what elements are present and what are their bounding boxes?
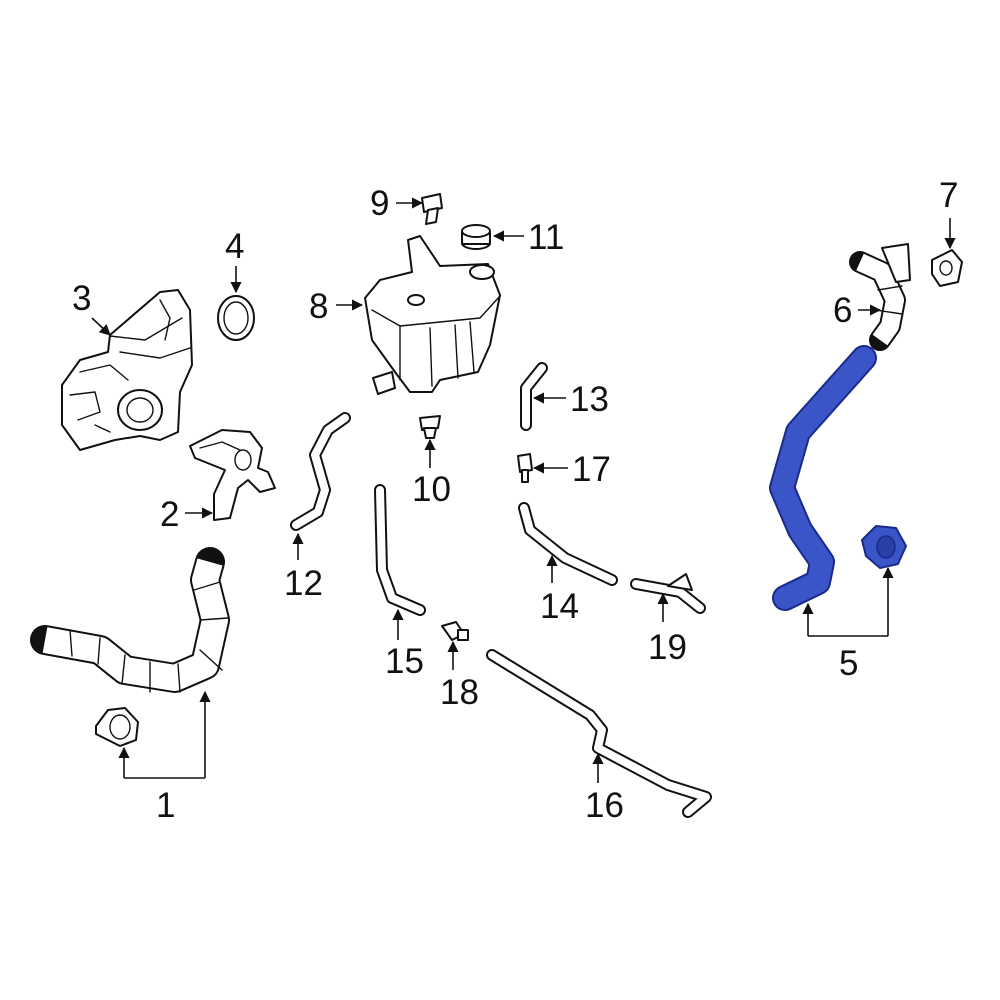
part-14-hose [518,502,618,586]
callout-labels: 1 2 3 4 5 6 7 8 9 10 11 12 13 14 15 16 1… [72,176,958,825]
part-12-hose [290,412,351,531]
callout-19: 19 [648,628,687,667]
part-9-bolt [421,193,443,225]
callout-9: 9 [370,184,389,223]
part-10-plug [419,415,441,439]
part-16-pipe [486,649,712,818]
part-2-thermostat-housing [189,429,276,521]
callout-16: 16 [585,786,624,825]
part-7-gasket [931,249,963,287]
callout-2: 2 [160,495,179,534]
callout-15: 15 [385,642,424,681]
callout-14: 14 [540,587,579,626]
callout-17: 17 [572,450,611,489]
callout-11: 11 [528,218,564,257]
part-17-fitting [517,453,533,483]
part-18-fitting [441,621,469,641]
leader-lines [91,197,956,783]
callout-7: 7 [939,176,958,215]
part-1-hose [30,547,230,747]
callout-13: 13 [570,380,609,419]
callout-12: 12 [284,564,323,603]
callout-1: 1 [156,786,175,825]
part-5-hose-highlighted [769,345,907,611]
part-6-hose [849,243,911,351]
part-11-cap [461,224,491,250]
callout-10: 10 [412,470,451,509]
part-19-hose [630,573,706,614]
callout-3: 3 [72,279,91,318]
part-13-hose [520,362,548,431]
part-4-o-ring [217,295,255,341]
callout-18: 18 [440,673,479,712]
callout-8: 8 [309,287,328,326]
callout-4: 4 [225,227,244,266]
part-8-reservoir [364,235,501,395]
part-3-housing [61,289,193,451]
callout-6: 6 [833,291,852,330]
callout-5: 5 [839,644,858,683]
part-15-hose [374,484,426,616]
